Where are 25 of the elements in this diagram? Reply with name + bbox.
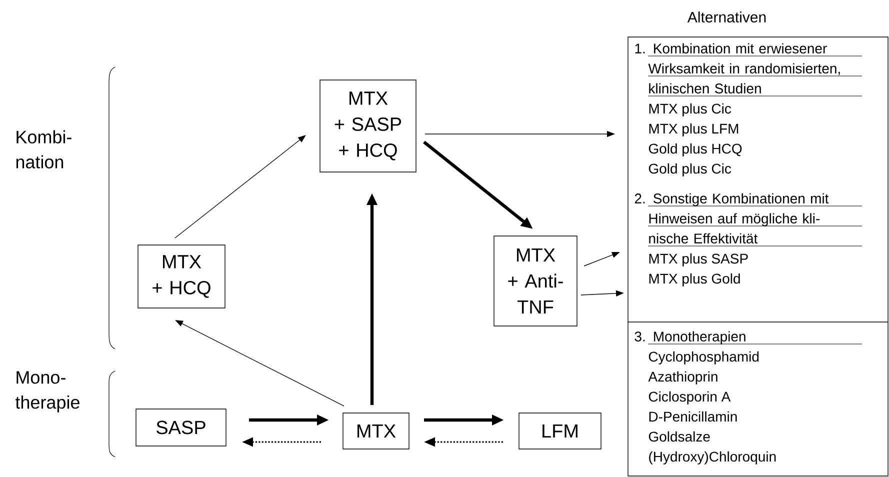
list-item: Cyclophosphamid (648, 351, 759, 364)
list-item: D-Penicillamin (649, 411, 737, 422)
list-item: Azathioprin (648, 371, 718, 384)
side-label: Kombi- nation (16, 130, 72, 168)
arrow (174, 135, 306, 238)
list-heading: 2. Sonstige Kombinationen mit Hinweisen auf mögliche kli- nische Effektivität (634, 193, 829, 244)
panel-heading: Alternativen (687, 12, 766, 22)
list-heading: 3. Monotherapien (634, 331, 746, 344)
list-heading: 1. Kombination mit erwiesener Wirksamkeit in randomisierten, klinischen Studien (635, 43, 840, 94)
list-item: (Hydroxy)Chloroquin (649, 451, 776, 464)
list-item: Ciclosporin A (648, 391, 731, 404)
therapy-box: MTX + SASP + HCQ (320, 80, 416, 172)
drug-box: MTX (342, 412, 410, 450)
list-item: Gold plus Cic (648, 163, 732, 176)
list-item: MTX plus Gold (649, 273, 740, 286)
therapy-box: MTX + Anti- TNF (494, 236, 578, 326)
list-item: MTX plus SASP (649, 253, 748, 266)
list-item: MTX plus Cic (649, 103, 732, 116)
drug-box: SASP (136, 408, 226, 446)
therapy-box: MTX + HCQ (138, 244, 226, 308)
drug-box: LFM (518, 412, 602, 450)
list-item: Goldsalze (648, 431, 710, 442)
side-label: Mono- therapie (15, 371, 80, 412)
list-item: MTX plus LFM (649, 123, 738, 136)
list-item: Gold plus HCQ (648, 143, 742, 156)
